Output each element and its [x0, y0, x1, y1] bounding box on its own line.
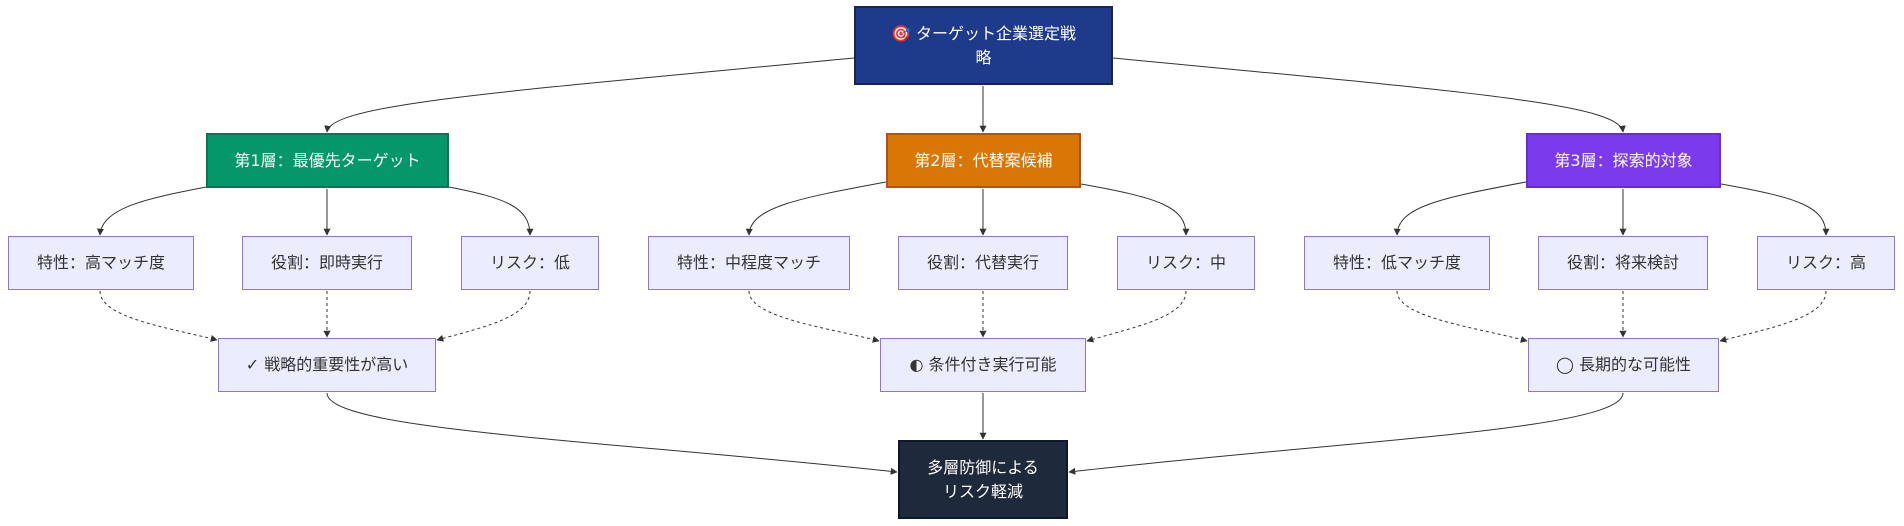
tier1-label: 第1層：最優先ターゲット: [234, 150, 421, 170]
attribute-label: 役割：将来検討: [1566, 253, 1679, 272]
edge-root-tier1: [324, 57, 855, 133]
tier1-node: 第1層：最優先ターゲット: [206, 133, 449, 188]
final-node: 多層防御による リスク軽減: [898, 440, 1068, 519]
edge-tier2-attr-c: [1080, 183, 1190, 236]
attribute-label: リスク：低: [489, 253, 570, 272]
tier3-attribute-role: 役割：将来検討: [1538, 236, 1708, 290]
edge-t1c-result: [436, 290, 531, 342]
root-line-1: 🎯 ターゲット企業選定戦: [890, 23, 1076, 43]
edge-tier3-attr-c: [1720, 183, 1830, 236]
tier1-attribute-risk: リスク：低: [461, 236, 599, 290]
tier3-attribute-risk: リスク：高: [1757, 236, 1895, 290]
edge-result1-final: [326, 392, 898, 475]
tier1-attribute-characteristic: 特性：高マッチ度: [8, 236, 194, 290]
edge-root-tier3: [1112, 57, 1626, 133]
attribute-label: 特性：中程度マッチ: [676, 253, 821, 272]
tier3-label: 第3層：探索的対象: [1554, 150, 1693, 170]
edge-t3c-result: [1719, 290, 1827, 343]
final-line-1: 多層防御による: [927, 457, 1039, 477]
result-label: ◐ 条件付き実行可能: [909, 355, 1057, 374]
tier2-attribute-risk: リスク：中: [1117, 236, 1255, 290]
attribute-label: 特性：高マッチ度: [36, 253, 165, 272]
tier2-label: 第2層：代替案候補: [914, 150, 1053, 170]
final-line-2: リスク軽減: [942, 481, 1023, 501]
edge-tier1-attr-c: [448, 186, 534, 236]
attribute-label: 特性：低マッチ度: [1332, 253, 1461, 272]
tier3-result-node: ◯ 長期的な可能性: [1528, 338, 1719, 392]
tier3-attribute-characteristic: 特性：低マッチ度: [1304, 236, 1490, 290]
tier2-result-node: ◐ 条件付き実行可能: [880, 338, 1086, 392]
attribute-label: リスク：中: [1145, 253, 1226, 272]
edge-t2a-result: [748, 290, 880, 343]
tier1-result-node: ✓ 戦略的重要性が高い: [218, 338, 436, 392]
edge-t1a-result: [99, 290, 218, 342]
result-label: ◯ 長期的な可能性: [1556, 355, 1691, 374]
tier2-attribute-characteristic: 特性：中程度マッチ: [648, 236, 850, 290]
attribute-label: 役割：代替実行: [926, 253, 1039, 272]
tier3-node: 第3層：探索的対象: [1526, 133, 1721, 188]
edge-tier3-attr-a: [1393, 181, 1527, 236]
attribute-label: リスク：高: [1785, 253, 1866, 272]
edge-t3a-result: [1396, 290, 1528, 343]
edge-t2c-result: [1086, 290, 1187, 343]
tier2-node: 第2層：代替案候補: [886, 133, 1081, 188]
edge-tier1-attr-a: [96, 186, 207, 236]
root-node: 🎯 ターゲット企業選定戦 略: [854, 6, 1113, 85]
edge-result3-final: [1068, 392, 1624, 475]
tier1-attribute-role: 役割：即時実行: [242, 236, 412, 290]
result-label: ✓ 戦略的重要性が高い: [245, 355, 409, 374]
attribute-label: 役割：即時実行: [270, 253, 383, 272]
root-line-2: 略: [975, 47, 992, 67]
tier2-attribute-role: 役割：代替実行: [898, 236, 1068, 290]
edge-tier2-attr-a: [745, 181, 887, 236]
